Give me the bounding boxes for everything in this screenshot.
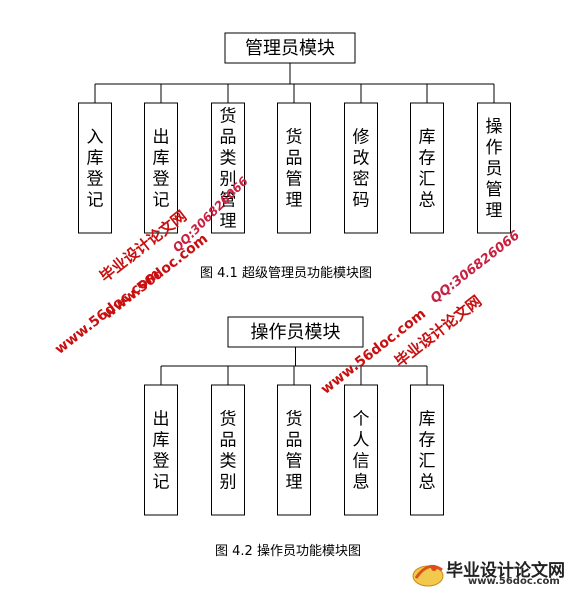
diagram2-root-label: 操作员模块	[251, 322, 341, 343]
diagram2-root-box	[227, 316, 364, 348]
diagram1-child-box	[144, 102, 178, 234]
diagram2-child-box	[144, 384, 178, 516]
diagram1-child-box	[410, 102, 444, 234]
figure-4-1-caption: 图 4.1 超级管理员功能模块图	[200, 266, 372, 281]
diagram1-child-box	[344, 102, 378, 234]
diagram1-child-label: 货品管理	[286, 128, 303, 211]
diagram1-child-label: 货品类别管理	[220, 107, 237, 232]
diagram2-child-box	[410, 384, 444, 516]
diagram1-child-label: 出库登记	[153, 128, 170, 211]
diagram2-child-label: 货品管理	[286, 410, 303, 493]
logo-title: 毕业设计论文网	[446, 561, 565, 581]
logo-url: www.56doc.com	[468, 576, 560, 587]
diagram1-child-label: 库存汇总	[419, 128, 436, 211]
diagram1-child-box	[211, 102, 245, 234]
diagram1-child-label: 修改密码	[353, 128, 370, 211]
diagram2-child-box	[344, 384, 378, 516]
diagram1-child-box	[477, 102, 511, 234]
figure-4-2-caption: 图 4.2 操作员功能模块图	[215, 544, 361, 559]
diagram1-child-label: 操作员管理	[486, 117, 503, 221]
logo-mark-icon	[412, 564, 444, 587]
diagram1-child-label: 入库登记	[87, 128, 104, 211]
diagram1-root-box	[224, 32, 356, 64]
site-logo: 毕业设计论文网 www.56doc.com	[410, 556, 580, 590]
diagram2-child-label: 货品类别	[220, 410, 237, 493]
diagram2-child-box	[277, 384, 311, 516]
diagram2-child-label: 个人信息	[353, 410, 370, 493]
diagram2-child-label: 库存汇总	[419, 410, 436, 493]
diagram1-root-label: 管理员模块	[245, 38, 335, 59]
diagram1-child-box	[277, 102, 311, 234]
diagram1-child-box	[78, 102, 112, 234]
diagram2-child-box	[211, 384, 245, 516]
diagram2-child-label: 出库登记	[153, 410, 170, 493]
